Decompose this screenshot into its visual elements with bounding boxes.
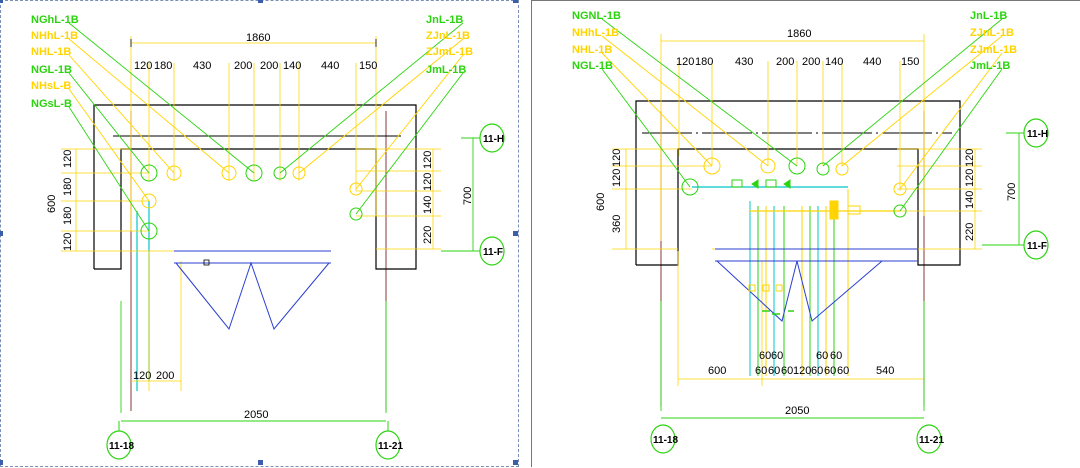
dim-right: 220 [964,223,976,241]
dim-left: 180 [62,178,74,196]
selection-handle[interactable] [513,460,518,465]
dim-top: 430 [193,60,211,72]
dim-top: 120 [134,60,152,72]
label-NGL-1B: NGL-1B [31,64,72,76]
dim-bottom-upper: 60 [771,350,783,362]
label-NGhL-1B: NGhL-1B [31,14,79,26]
label-NHL-1B: NHL-1B [572,44,612,56]
axis-label-left: 11-18 [109,441,134,452]
dim-left: 120 [62,233,74,251]
label-JnL-1B: JnL-1B [426,14,463,26]
label-NHhL-1B: NHhL-1B [31,30,78,42]
axis-label-bottom: 11-F [1027,241,1047,252]
dim-left: 360 [611,215,623,233]
dim-left-total: 600 [46,195,58,213]
dim-bottom: 60 [768,365,780,377]
dim-bottom-total: 2050 [785,405,809,417]
dim-bottom: 540 [876,365,894,377]
axis-bubble [650,424,676,454]
left-drawing-panel[interactable]: NGhL-1B NHhL-1B NHL-1B NGL-1B NHsL-B NGs… [0,0,519,467]
selection-handle[interactable] [258,460,263,465]
dim-top: 180 [154,60,172,72]
axis-bubble [916,424,942,454]
dim-bottom-total: 2050 [244,409,268,421]
axis-label-bottom: 11-F [483,247,503,258]
dim-bottom-upper: 60 [830,350,842,362]
dim-right: 120 [422,151,434,169]
dim-top: 140 [283,60,301,72]
label-NHsL-B: NHsL-B [31,80,71,92]
dim-bottom: 120 [793,365,811,377]
dim-left: 120 [611,149,623,167]
dim-top: 120 [676,56,694,68]
selection-handle[interactable] [0,0,3,3]
axis-label-left: 11-18 [653,435,678,446]
dim-right: 120 [422,173,434,191]
dim-bottom: 60 [781,365,793,377]
label-NGL-1B: NGL-1B [572,60,613,72]
label-NHL-1B: NHL-1B [31,46,71,58]
axis-label-top: 11-H [483,134,504,145]
dim-top: 200 [776,56,794,68]
dim-left: 120 [611,169,623,187]
dim-left: 120 [62,150,74,168]
selection-handle[interactable] [0,460,3,465]
dim-bottom: 60 [824,365,836,377]
axis-label-top: 11-H [1027,129,1048,140]
dim-top: 150 [359,60,377,72]
dim-top: 200 [234,60,252,72]
dim-right: 140 [422,196,434,214]
dim-bottom-upper: 60 [759,350,771,362]
dim-bottom-upper: 60 [816,350,828,362]
dim-top: 440 [863,56,881,68]
dim-bottom: 60 [811,365,823,377]
label-NGsL-B: NGsL-B [31,98,72,110]
label-JnL-1B: JnL-1B [970,10,1007,22]
axis-label-right: 11-21 [378,441,403,452]
dim-top-total: 1860 [787,28,811,40]
dim-right: 120 [964,169,976,187]
label-JmL-1B: JmL-1B [426,64,466,76]
dim-bottom: 60 [755,365,767,377]
label-NHhL-1B: NHhL-1B [572,27,619,39]
axis-bubble [479,236,505,266]
dim-top: 200 [802,56,820,68]
axis-bubble [479,123,505,153]
dim-top: 140 [825,56,843,68]
label-ZJnL-1B: ZJnL-1B [970,27,1014,39]
right-drawing-panel[interactable]: NGNL-1B NHhL-1B NHL-1B NGL-1B JnL-1B ZJn… [531,0,1080,467]
selection-handle[interactable] [258,0,263,3]
dim-bottom: 120 [133,370,151,382]
axis-label-right: 11-21 [919,435,944,446]
dim-right-total: 700 [462,187,474,205]
dim-bottom: 60 [837,365,849,377]
axis-bubble [1023,118,1049,148]
right-plan-drawing: NGNL-1B NHhL-1B NHL-1B NGL-1B JnL-1B ZJn… [572,10,1049,454]
dim-top: 200 [260,60,278,72]
dim-top: 180 [695,56,713,68]
selection-handle[interactable] [513,0,518,3]
dim-left: 180 [62,207,74,225]
label-JmL-1B: JmL-1B [970,60,1010,72]
axis-bubble [1023,230,1049,260]
dim-bottom: 200 [156,370,174,382]
label-NGNL-1B: NGNL-1B [572,10,621,22]
dim-right: 120 [964,149,976,167]
label-ZJnL-1B: ZJnL-1B [426,30,470,42]
dim-top-total: 1860 [246,32,270,44]
selection-handle[interactable] [0,231,3,236]
dim-right: 220 [422,226,434,244]
dim-right-total: 700 [1006,183,1018,201]
label-ZJmL-1B: ZJmL-1B [426,46,473,58]
dim-bottom: 600 [708,365,726,377]
selection-handle[interactable] [513,231,518,236]
dim-top: 440 [321,60,339,72]
dim-top: 150 [901,56,919,68]
left-plan-drawing: NGhL-1B NHhL-1B NHL-1B NGL-1B NHsL-B NGs… [31,14,505,460]
dim-top: 430 [735,56,753,68]
dim-left-total: 600 [595,193,607,211]
label-ZJmL-1B: ZJmL-1B [970,44,1017,56]
dim-right: 140 [964,191,976,209]
